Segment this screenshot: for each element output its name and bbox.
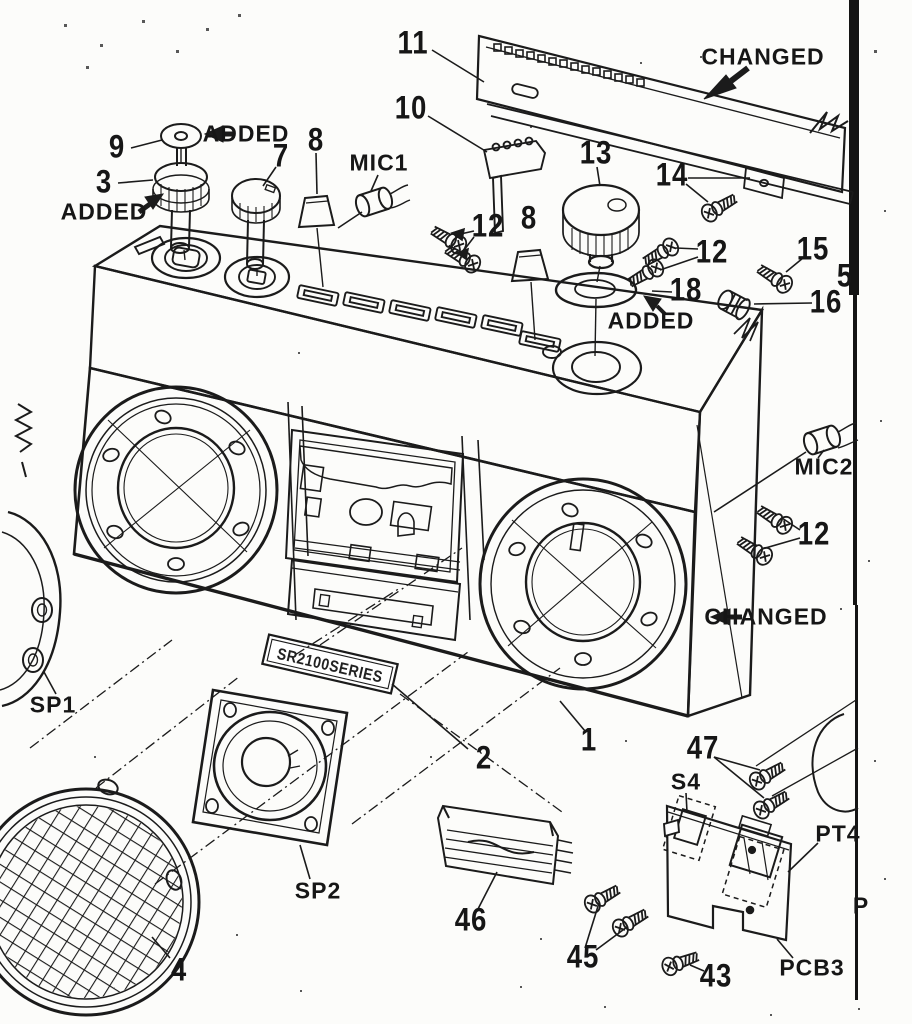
callout-mic2: MIC2 [794, 453, 854, 480]
tuning-bracket-10 [482, 136, 547, 235]
mic1-icon [354, 184, 411, 218]
callout-s4: S4 [670, 768, 702, 795]
screw-icon [608, 904, 652, 941]
callout-sp1: SP1 [29, 691, 77, 718]
model-badge-frame [260, 633, 400, 695]
s4-switch [661, 794, 717, 862]
knob-13 [561, 183, 641, 270]
screw-icon [753, 259, 797, 297]
motor-ellipse [755, 699, 859, 813]
callout-46: 46 [454, 902, 488, 939]
page-border-rule [849, 0, 859, 1000]
callout-18: 18 [669, 272, 703, 309]
trim-strip [486, 103, 854, 205]
pt4-transformer [721, 814, 785, 909]
callout-added-18: ADDED [607, 307, 695, 334]
callout-11: 11 [397, 25, 429, 62]
callout-13: 13 [579, 135, 613, 172]
sp1-speaker-frame [0, 510, 62, 708]
left-edge-spring [13, 403, 34, 478]
callout-12a: 12 [471, 208, 505, 245]
pcb3-board [665, 804, 793, 942]
callout-p-partial: P [852, 892, 870, 919]
callout-7: 7 [272, 138, 290, 175]
spring-5-squiggle [809, 111, 849, 134]
cassette-bay [284, 428, 585, 584]
left-speaker-opening [73, 385, 279, 595]
callout-12b: 12 [695, 234, 729, 271]
callout-43: 43 [699, 958, 733, 995]
callout-4: 4 [170, 952, 188, 989]
callout-5: 5 [836, 258, 854, 295]
callout-changed-top: CHANGED [701, 43, 825, 70]
callout-12c: 12 [797, 516, 831, 553]
callout-8a: 8 [307, 122, 325, 159]
knob-7 [231, 178, 281, 270]
speaker-grille-4 [0, 778, 201, 1017]
screw-icon [753, 500, 797, 538]
callout-added-9: ADDED [202, 120, 290, 147]
leader-lines [43, 49, 825, 972]
spring-screw-16 [717, 289, 759, 342]
callout-45: 45 [566, 939, 600, 976]
slider-knob-8a [297, 194, 336, 229]
callout-added-3: ADDED [60, 198, 148, 225]
assembly-axes [29, 547, 563, 885]
screw-icon [659, 946, 702, 979]
callout-mic1: MIC1 [349, 149, 409, 176]
screw-icon [697, 189, 741, 226]
mic2-icon [802, 422, 859, 456]
callout-16: 16 [809, 284, 843, 321]
vent-piece-46 [436, 804, 574, 886]
callout-3: 3 [95, 164, 113, 201]
scan-speckles [64, 14, 886, 1016]
drop-lines [180, 148, 601, 357]
callout-9: 9 [108, 129, 126, 166]
callout-14: 14 [655, 157, 689, 194]
screw-icon [580, 880, 624, 917]
callout-1: 1 [580, 722, 598, 759]
callout-8b: 8 [520, 200, 538, 237]
mount-bracket-14 [743, 166, 785, 200]
callout-pcb3: PCB3 [779, 954, 845, 981]
sp2-speaker [191, 688, 349, 847]
callout-changed-right: CHANGED [704, 603, 828, 630]
callout-pt4: PT4 [815, 820, 861, 847]
callout-2: 2 [475, 740, 493, 777]
annotation-arrows [137, 65, 750, 626]
callout-47: 47 [686, 730, 720, 767]
lower-door [286, 558, 462, 642]
callout-10: 10 [394, 90, 428, 127]
screw-icon [745, 757, 789, 794]
callout-15: 15 [796, 231, 830, 268]
deck-details [133, 235, 643, 396]
right-speaker-opening [478, 477, 688, 691]
callout-sp2: SP2 [294, 877, 342, 904]
cabinet-pillars [287, 401, 485, 621]
